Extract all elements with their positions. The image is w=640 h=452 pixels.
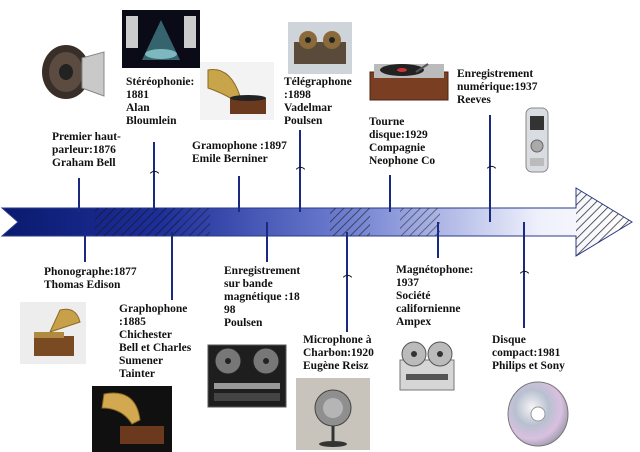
reel-recorder-icon [399,341,455,391]
tick-mark: ⌒ [343,275,353,285]
event-label-graphophone: Graphophone :1885 Chichester Bell et Cha… [119,303,192,380]
tick-mark: ⌒ [520,271,530,281]
graphophone-icon [92,386,172,452]
event-label-digital-recording: Enregistrement numérique:1937 Reeves [457,68,538,106]
turntable-icon [369,63,449,101]
event-label-magnetic-tape: Enregistrement sur bande magnétique :18 … [224,265,301,329]
event-label-telegraphone: Télégraphone :1898 Vadelmar Poulsen [284,76,352,127]
event-label-stereo: Stéréophonie: 1881 Alan Bloumlein [126,76,195,127]
stereo-stage-icon [122,10,200,68]
carbon-microphone-icon [296,378,370,450]
tick-mark: ⌒ [150,171,160,181]
compact-disc-icon [507,381,569,447]
tick-mark: ⌒ [296,167,306,177]
event-label-magnetophone: Magnétophone: 1937 Société californienne… [396,264,474,328]
event-label-compact-disc: Disque compact:1981 Philips et Sony [492,334,565,372]
event-label-gramophone: Gramophone :1897 Emile Berniner [192,140,287,165]
tick-mark: ⌒ [487,166,497,176]
loudspeaker-icon [42,45,105,99]
telegraphone-icon [288,22,352,74]
digital-recorder-icon [525,107,549,173]
phonograph-icon [20,302,86,364]
event-label-carbon-microphone: Microphone à Charbon:1920 Eugène Reisz [303,334,374,372]
event-label-phonograph: Phonographe:1877 Thomas Edison [44,266,137,291]
gramophone-icon [200,62,274,120]
tape-recorder-icon [207,344,287,408]
event-label-turntable: Tourne disque:1929 Compagnie Neophone Co [369,116,436,167]
event-label-loudspeaker: Premier haut- parleur:1876 Graham Bell [52,131,121,169]
